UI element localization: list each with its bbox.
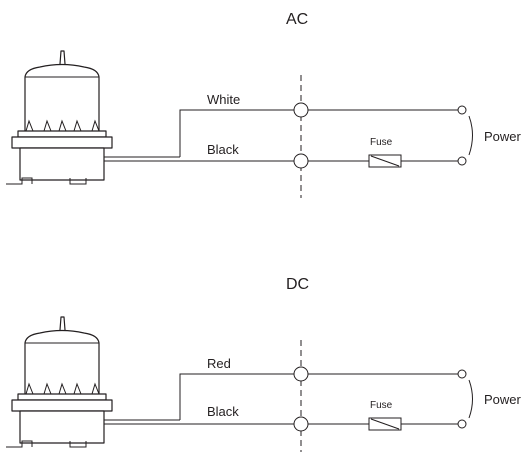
power-terminal — [457, 105, 467, 115]
power-label: Power — [484, 392, 522, 407]
beacon-lamp-icon — [6, 316, 180, 448]
wiring — [179, 109, 458, 162]
terminal-node — [293, 416, 309, 432]
wiring — [179, 373, 458, 425]
fuse-label: Fuse — [370, 400, 393, 411]
power-terminal — [457, 419, 467, 429]
terminal-node — [293, 153, 309, 169]
terminal-node — [293, 102, 309, 118]
power-bracket — [468, 115, 473, 156]
power-label: Power — [484, 129, 522, 144]
power-bracket — [468, 379, 473, 419]
wire-label: White — [207, 92, 240, 107]
fuse-label: Fuse — [370, 137, 393, 148]
power-terminal — [457, 369, 467, 379]
terminal-node — [293, 366, 309, 382]
dc-section: DC — [6, 276, 522, 452]
ac-section: AC — [6, 11, 522, 198]
wire-label: Black — [207, 142, 239, 157]
wire-label: Red — [207, 356, 231, 371]
beacon-lamp-icon — [6, 50, 180, 185]
power-terminal — [457, 156, 467, 166]
wire-label: Black — [207, 404, 239, 419]
fuse-symbol — [368, 417, 402, 431]
section-title: DC — [286, 276, 309, 293]
fuse-symbol — [368, 154, 402, 168]
section-title: AC — [286, 11, 308, 28]
